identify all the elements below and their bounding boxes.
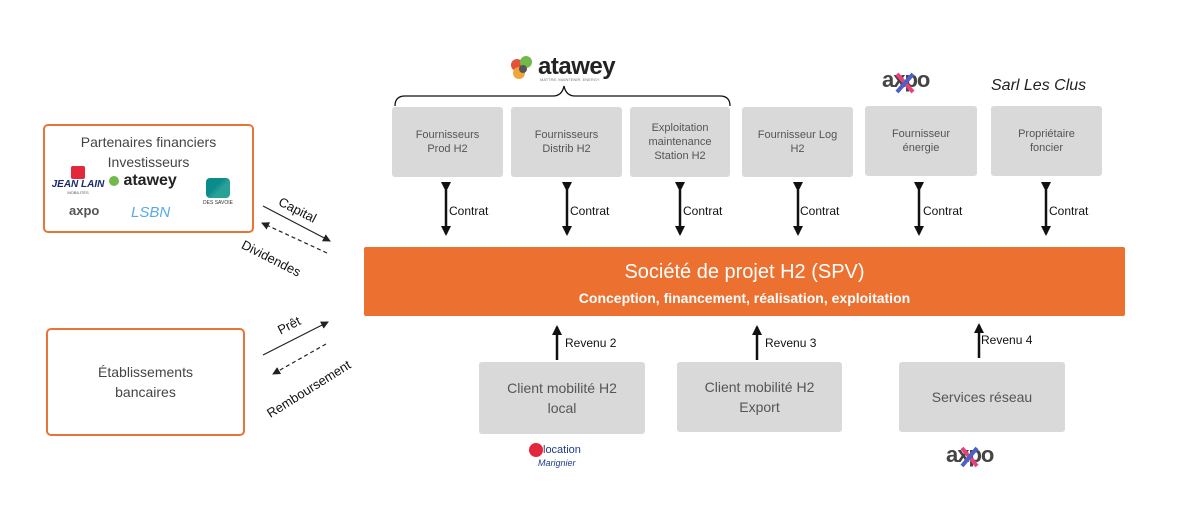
client-services-reseau: Services réseau [899,362,1065,432]
remboursement-arrow [272,343,327,375]
atawey-brace [394,85,731,107]
axpo-logo-partners: axpo [69,203,100,218]
atawey-logo-partners: atawey [109,172,177,190]
supplier-log-h2: Fournisseur Log H2 [742,107,853,177]
banks-box: Établissements bancaires [46,328,245,436]
pret-arrow [262,321,329,356]
sarl-les-clus-label: Sarl Les Clus [991,77,1087,94]
revenue-label-4: Revenu 4 [981,333,1033,347]
supplier-prod-h2: Fournisseurs Prod H2 [392,107,503,177]
banks-title: Établissements bancaires [98,364,193,400]
contract-label-6: Contrat [1049,204,1089,218]
contract-label-4: Contrat [800,204,840,218]
contract-label-3: Contrat [683,204,723,218]
supplier-distrib-h2: Fournisseurs Distrib H2 [511,107,622,177]
spv-title: Société de projet H2 (SPV) [624,261,865,283]
jeanlain-logo: JEAN LAIN MOBILITÉS [49,166,107,195]
partners-box: Partenaires financiers Investisseurs JEA… [43,124,254,233]
supplier-proprietaire-foncier: Propriétaire foncier [991,106,1102,176]
contract-label-5: Contrat [923,204,963,218]
contract-label-1: Contrat [449,204,489,218]
spv-box: Société de projet H2 (SPV) Conception, f… [364,247,1125,316]
client-mobilite-export: Client mobilité H2 Export [677,362,842,432]
dividendes-arrow [261,222,328,254]
revenue-label-3: Revenu 3 [765,336,817,350]
partners-title: Partenaires financiers Investisseurs [80,134,217,170]
client-mobilite-local: Client mobilité H2 local [479,362,645,434]
supplier-exploitation-station: Exploitation maintenance Station H2 [630,107,730,177]
capital-arrow [262,205,331,242]
lsbn-logo: LSBN [131,204,171,221]
credit-agricole-logo: DES SAVOIE [193,178,243,206]
spv-subtitle: Conception, financement, réalisation, ex… [578,290,911,306]
supplier-energie: Fournisseur énergie [865,106,977,176]
contract-label-2: Contrat [570,204,610,218]
revenue-label-2: Revenu 2 [565,336,617,350]
